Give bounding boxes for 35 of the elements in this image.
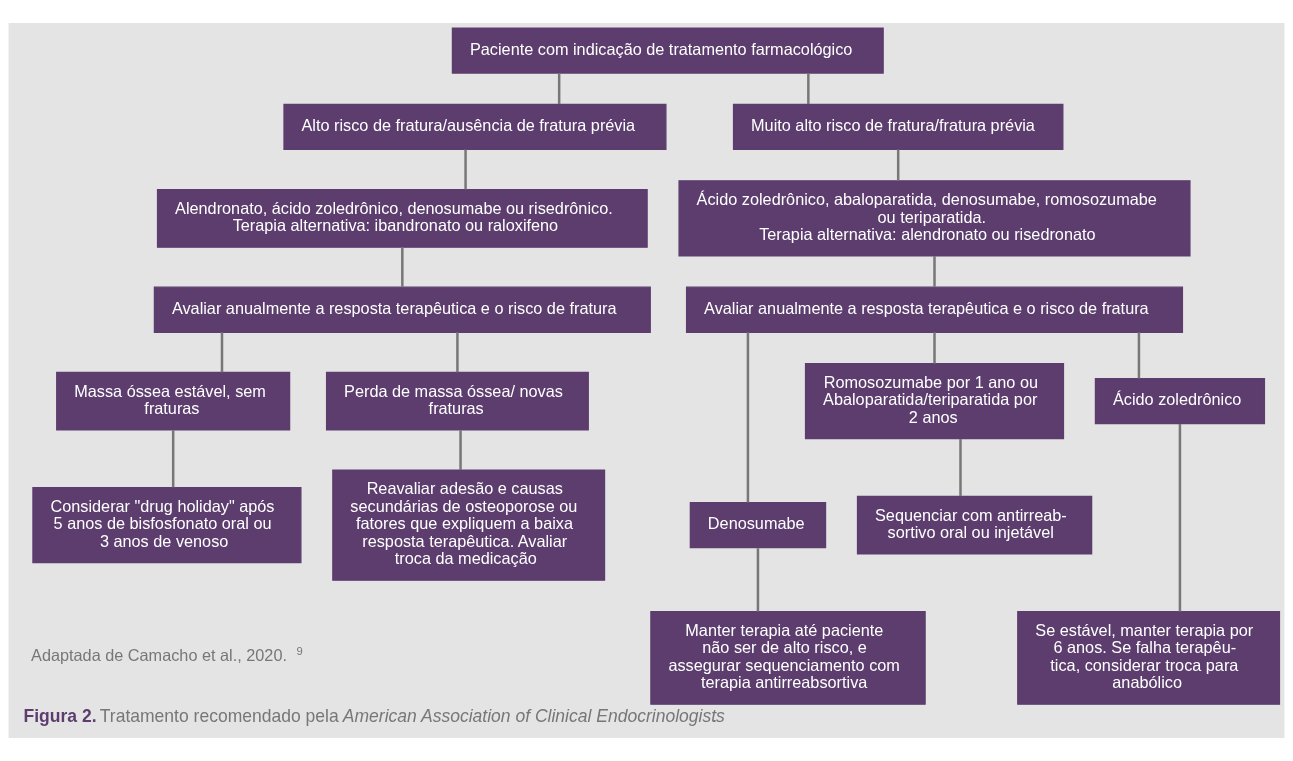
connector [807,73,810,105]
node-box: Denosumabe [689,501,827,549]
connector [220,332,224,373]
connector [557,73,561,105]
node-box: Alto risco de fratura/ausência de fratura prévia [283,103,667,151]
connector [1137,332,1141,379]
node-box: Considerar "drug holiday" após 5 anos de bisfosfonato oral ou 3 anos de venoso [32,486,302,564]
connector [1178,423,1182,612]
label: Adaptada de Camacho et al., 2020.$^{9}$ [31,644,303,664]
node-box: Muito alto risco de fratura/fratura prévia [732,103,1064,151]
node-box: Sequenciar com antirreab- sortivo oral ou injetável [856,495,1093,555]
node-box: Manter terapia até paciente não ser de alto risco, e assegurar sequenciamento com terapia antirreabsortiva [650,610,926,705]
node-box: Romosozumabe por 1 ano ou Abaloparatida/teriparatida por 2 anos [804,362,1065,440]
node-box: Ácido zoledrônico, abaloparatida, denosumabe, romosozumabe ou teriparatida. Terapia alternativa: alendronato ou risedronato [678,180,1191,257]
connector [959,439,962,497]
connector [171,430,175,488]
node-box: Se estável, manter terapia por 6 anos. Se falha terapêu- tica, considerar troca para anabólico [1017,610,1281,705]
node-box: Reavaliar adesão e causas secundárias de osteoporose ou fatores que expliquem a baixa resposta terapêutica. Avaliar troca da medicação [332,469,606,581]
connector [746,332,750,503]
connector [933,256,936,287]
caption: Figura 2. Tratamento recomendado pela American Association of Clinical Endocrinologists. [23,705,725,726]
node-box: Perda de massa óssea/ novas fraturas [325,371,589,431]
connector [756,548,760,612]
node-box: Alendronato, ácido zoledrônico, denosumabe ou risedrônico. Terapia alternativa: ibandronato ou raloxifeno [156,188,648,248]
node-box: Avaliar anualmente a resposta terapêutica e o risco de fratura [153,286,651,333]
connector [464,149,467,190]
node-box: Avaliar anualmente a resposta terapêutica e o risco de fratura [685,286,1184,333]
node-box: Paciente com indicação de tratamento farmacológico [451,27,884,74]
connector [933,332,936,364]
connector [456,332,459,373]
node-box: Massa óssea estável, sem fraturas [56,371,291,431]
connector [896,149,900,181]
connector [459,430,462,470]
connector [401,247,404,287]
node-box: Ácido zoledrônico [1094,378,1266,425]
